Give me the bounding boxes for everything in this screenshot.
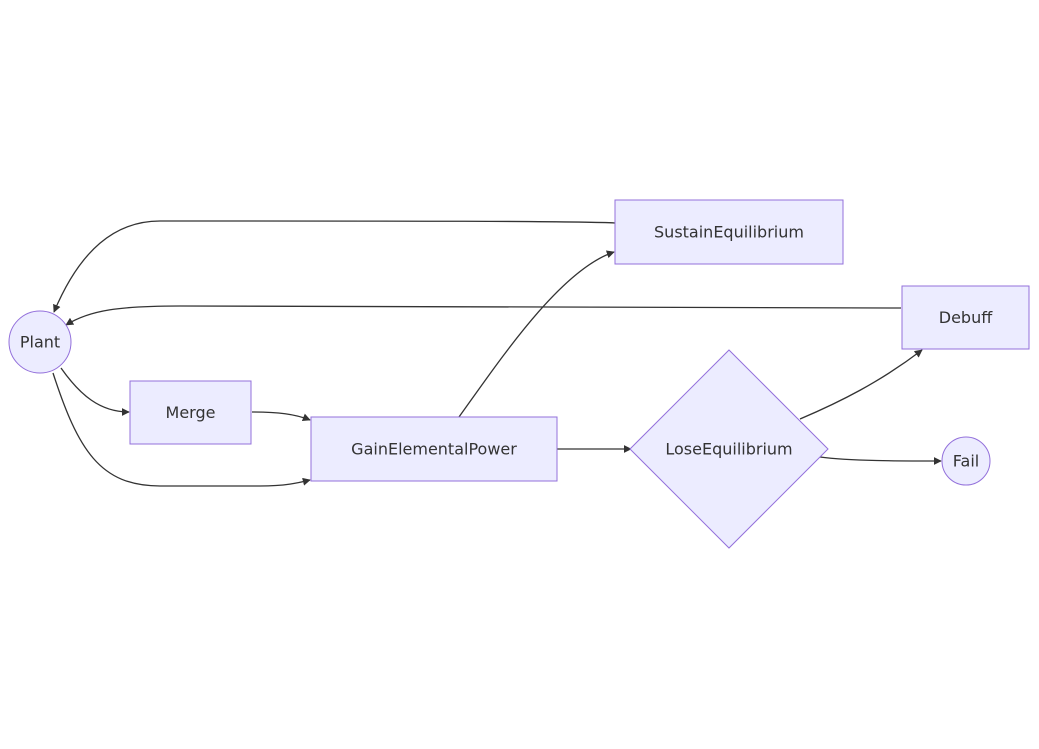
- node-merge[interactable]: Merge: [129, 380, 252, 445]
- node-loseequilibrium[interactable]: LoseEquilibrium: [629, 349, 829, 549]
- plant-circle: [8, 310, 72, 374]
- edge-debuff-to-plant: [65, 305, 902, 326]
- edge-merge-to-gainelementalpower: [251, 411, 311, 422]
- fail-circle: [941, 436, 991, 486]
- debuff-box: [901, 285, 1030, 350]
- edge-plant-to-gainelementalpower: [52, 372, 311, 487]
- plant-label: Plant: [20, 333, 60, 352]
- node-debuff[interactable]: Debuff: [901, 285, 1030, 350]
- sustainequilibrium-label: SustainEquilibrium: [654, 223, 804, 242]
- gainelementalpower-label: GainElementalPower: [351, 440, 517, 459]
- gainelementalpower-box: [310, 416, 558, 482]
- node-fail[interactable]: Fail: [941, 436, 991, 486]
- node-sustainequilibrium[interactable]: SustainEquilibrium: [614, 199, 844, 265]
- edge-sustainequilibrium-to-plant: [53, 220, 616, 313]
- edge-loseequilibrium-to-fail: [819, 456, 942, 465]
- merge-box: [129, 380, 252, 445]
- loseequilibrium-label: LoseEquilibrium: [665, 440, 792, 459]
- edge-plant-to-merge: [60, 367, 130, 416]
- node-gainelementalpower[interactable]: GainElementalPower: [310, 416, 558, 482]
- loseequilibrium-diamond: [629, 349, 829, 549]
- edge-loseequilibrium-to-debuff: [799, 349, 923, 420]
- sustainequilibrium-box: [614, 199, 844, 265]
- debuff-label: Debuff: [939, 308, 993, 327]
- node-plant[interactable]: Plant: [8, 310, 72, 374]
- fail-label: Fail: [953, 452, 979, 471]
- merge-label: Merge: [166, 403, 216, 422]
- edge-gainelementalpower-to-sustainequilibrium: [458, 250, 615, 418]
